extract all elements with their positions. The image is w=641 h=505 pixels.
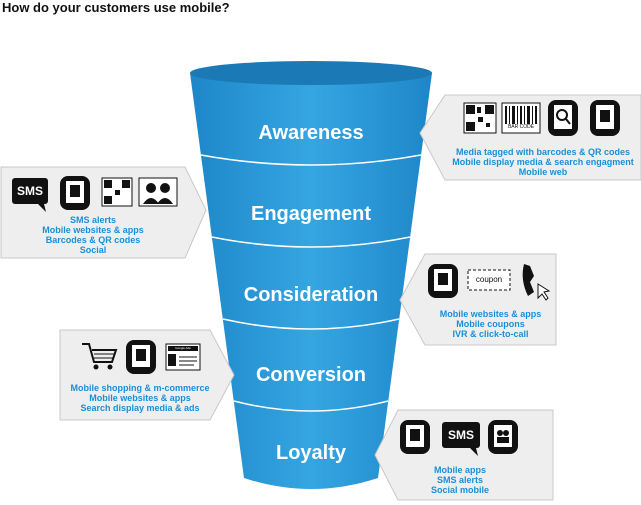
social-people-icon: [138, 177, 178, 207]
page-title: How do your customers use mobile?: [2, 0, 230, 15]
engagement-line: Social: [79, 245, 107, 255]
funnel-rim: [190, 61, 432, 85]
awareness-line: Mobile web: [518, 167, 568, 177]
sms-label: SMS: [16, 184, 43, 198]
engagement-line: Mobile websites & apps: [42, 225, 144, 235]
consideration-line: IVR & click-to-call: [452, 329, 529, 339]
sms-bubble-icon: [12, 178, 48, 212]
sms-bubble-icon: [442, 422, 480, 456]
shopping-cart-icon: [82, 343, 118, 370]
consideration-text: Mobile websites & apps Mobile coupons IV…: [425, 309, 556, 339]
band-divider: [233, 400, 389, 412]
phone-app-icon: [60, 176, 90, 210]
awareness-line: Media tagged with barcodes & QR codes: [455, 147, 631, 157]
phone-social-icon: [488, 420, 518, 454]
stage-loyalty: Loyalty: [275, 442, 347, 464]
coupon-label: coupon: [475, 275, 503, 284]
band-divider: [200, 154, 422, 166]
loyalty-line: SMS alerts: [436, 475, 484, 485]
qr-code-icon: [463, 102, 497, 134]
stage-conversion: Conversion: [255, 364, 367, 386]
stage-consideration: Consideration: [243, 284, 379, 306]
loyalty-line: Social mobile: [430, 485, 490, 495]
awareness-line: Mobile display media & search engagment: [452, 157, 634, 167]
phone-app-icon: [400, 420, 430, 454]
band-divider: [222, 318, 400, 330]
engagement-text: SMS alerts Mobile websites & apps Barcod…: [1, 215, 185, 255]
barcode-icon: [501, 102, 541, 134]
engagement-line: SMS alerts: [69, 215, 117, 225]
stage-awareness: Awareness: [258, 122, 364, 144]
band-divider: [211, 236, 411, 248]
phone-app-icon: [590, 100, 620, 136]
barcode-label: BAR CODE: [507, 124, 535, 130]
consideration-line: Mobile coupons: [456, 319, 525, 329]
awareness-text: Media tagged with barcodes & QR codes Mo…: [445, 147, 641, 177]
stage-engagement: Engagement: [250, 203, 372, 225]
phone-app-icon: [428, 264, 458, 298]
phone-app-icon: [126, 340, 156, 374]
consideration-line: Mobile websites & apps: [439, 309, 542, 319]
sms-label: SMS: [447, 428, 474, 442]
funnel-body: [190, 73, 432, 489]
conversion-line: Mobile websites & apps: [89, 393, 191, 403]
conversion-line: Mobile shopping & m-commerce: [70, 383, 210, 393]
conversion-line: Search display media & ads: [80, 403, 200, 413]
ad-label: Google Ads: [175, 346, 191, 350]
engagement-line: Barcodes & QR codes: [45, 235, 141, 245]
loyalty-line: Mobile apps: [433, 465, 486, 475]
search-ad-icon: [165, 343, 201, 371]
phone-handset-icon: [522, 264, 551, 301]
phone-search-icon: [548, 100, 578, 136]
coupon-icon: [467, 269, 511, 291]
conversion-text: Mobile shopping & m-commerce Mobile webs…: [60, 383, 220, 413]
loyalty-text: Mobile apps SMS alerts Social mobile: [398, 465, 522, 495]
qr-code-icon: [101, 177, 133, 207]
